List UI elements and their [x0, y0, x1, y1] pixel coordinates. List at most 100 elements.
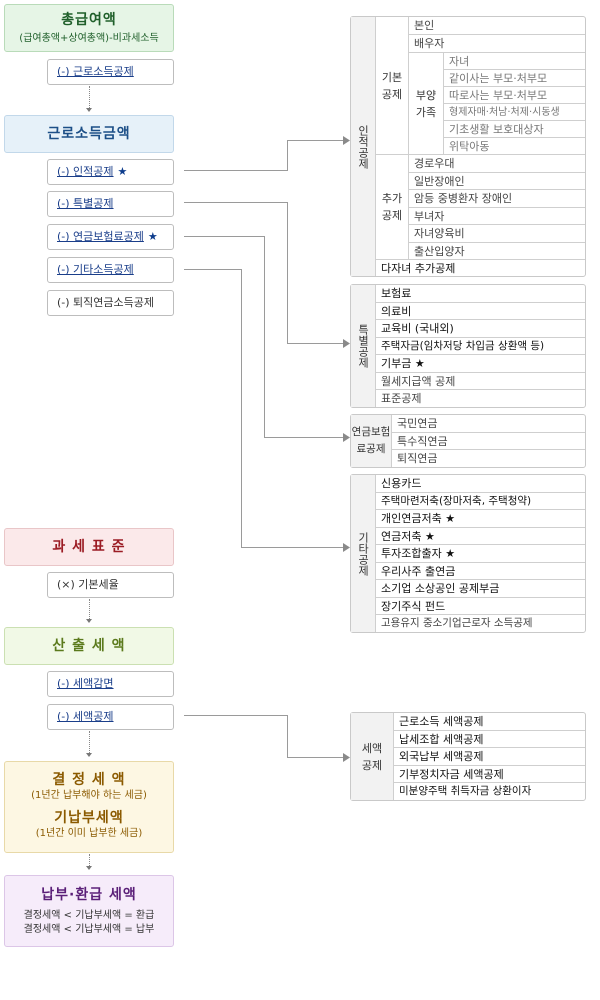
earned-income-amount-title: 근로소득금액 — [47, 126, 131, 142]
basic-spouse: 배우자 — [408, 35, 585, 53]
connector-dots — [89, 854, 90, 866]
connector-pension-1 — [184, 236, 264, 237]
determined-tax-title: 결 정 세 액 — [52, 772, 126, 788]
other-deduction-group: 기타공제 신용카드 주택마련저축(장마저축, 주택청약) 개인연금저축 ★ 연금… — [350, 474, 586, 633]
dependent-item: 기초생활 보호대상자 — [443, 121, 585, 138]
tax-reduction-link[interactable]: (-) 세액감면 — [47, 671, 174, 697]
basic-self: 본인 — [408, 17, 585, 35]
pension-insurance-deduction-label: (-) 연금보험료공제 — [57, 230, 144, 243]
tax-credit-item: 외국납부 세액공제 — [393, 748, 585, 766]
dependent-item: 따로사는 부모·처부모 — [443, 87, 585, 104]
other-income-deduction-link[interactable]: (-) 기타소득공제 — [47, 257, 174, 283]
additional-deduction-label-text: 추가공제 — [381, 192, 403, 222]
special-deduction-group: 특별공제 보험료 의료비 교육비 (국내외) 주택자금(임차저당 차입금 상환액… — [350, 284, 586, 408]
dependent-item: 같이사는 부모·처부모 — [443, 70, 585, 87]
connector-taxcredit-3 — [287, 757, 343, 758]
additional-deduction-label: 추가공제 — [375, 155, 408, 260]
determined-prepaid-tax-box: 결 정 세 액 (1년간 납부해야 하는 세금) 기납부세액 (1년간 이미 납… — [4, 761, 174, 853]
payment-refund-box: 납부·환급 세액 결정세액 < 기납부세액 = 환급 결정세액 < 기납부세액 … — [4, 875, 174, 947]
personal-deduction-link[interactable]: (-) 인적공제★ — [47, 159, 174, 185]
other-item: 투자조합출자 ★ — [375, 545, 585, 563]
personal-deduction-vlabel: 인적공제 — [351, 17, 375, 276]
tax-credit-item: 기부정치자금 세액공제 — [393, 765, 585, 783]
personal-deduction-label: 인적공제 — [356, 124, 370, 169]
tax-credit-label: 세액공제 — [361, 741, 383, 772]
personal-deduction-label: (-) 인적공제 — [57, 165, 114, 178]
other-item: 우리사주 출연금 — [375, 562, 585, 580]
special-deduction-link[interactable]: (-) 특별공제 — [47, 191, 174, 217]
other-item: 장기주식 펀드 — [375, 597, 585, 615]
tax-credit-item: 미분양주택 취득자금 상환이자 — [393, 783, 585, 800]
additional-item: 일반장애인 — [408, 172, 585, 190]
special-item: 의료비 — [375, 302, 585, 320]
additional-item: 경로우대 — [408, 155, 585, 173]
additional-item: 자녀양육비 — [408, 225, 585, 243]
tax-credit-item: 납세조합 세액공제 — [393, 730, 585, 748]
arrow-right-icon — [343, 543, 350, 552]
payment-refund-title: 납부·환급 세액 — [41, 887, 137, 903]
tax-base-box: 과 세 표 준 — [4, 528, 174, 566]
tax-base-title: 과 세 표 준 — [52, 539, 126, 555]
other-item: 소기업 소상공인 공제부금 — [375, 580, 585, 598]
arrow-right-icon — [343, 136, 350, 145]
other-item: 고용유지 중소기업근로자 소득공제 — [375, 615, 585, 632]
other-item: 연금저축 ★ — [375, 527, 585, 545]
basic-deduction-label-text: 기본공제 — [381, 70, 403, 101]
arrow-right-icon — [343, 433, 350, 442]
multi-child-deduction: 다자녀 추가공제 — [375, 260, 585, 276]
connector-special-2 — [287, 202, 288, 344]
connector-taxcredit-1 — [184, 715, 288, 716]
connector-dots — [89, 599, 90, 619]
other-item: 신용카드 — [375, 475, 585, 493]
payment-refund-line1: 결정세액 < 기납부세액 = 환급 — [23, 910, 155, 921]
additional-item: 출산입양자 — [408, 242, 585, 260]
star-icon: ★ — [147, 230, 158, 243]
connector-pension-2 — [264, 236, 265, 438]
gross-pay-box: 총급여액 (급여총액+상여총액)-비과세소득 — [4, 4, 174, 52]
other-item: 주택마련저축(장마저축, 주택청약) — [375, 492, 585, 510]
gross-pay-title: 총급여액 — [61, 12, 117, 28]
connector-special-1 — [184, 202, 288, 203]
basic-tax-rate: (×) 기본세율 — [47, 572, 174, 598]
basic-deduction-label: 기본공제 — [375, 17, 408, 155]
connector-other-3 — [241, 547, 343, 548]
connector-taxcredit-2 — [287, 715, 288, 758]
dependent-item: 위탁아동 — [443, 138, 585, 155]
earned-income-deduction[interactable]: (-) 근로소득공제 — [47, 59, 174, 85]
special-item: 기부금 ★ — [375, 355, 585, 373]
tax-credit-group: 세액공제 근로소득 세액공제 납세조합 세액공제 외국납부 세액공제 기부정치자… — [350, 712, 586, 801]
pension-item: 국민연금 — [391, 415, 585, 433]
dependents-label: 부양가족 — [408, 53, 443, 155]
special-item: 보험료 — [375, 285, 585, 303]
additional-item: 암등 중병환자 장애인 — [408, 190, 585, 208]
special-deduction-vlabel: 특별공제 — [351, 285, 375, 407]
prepaid-tax-subtitle: (1년간 이미 납부한 세금) — [35, 828, 143, 839]
arrow-down-icon — [86, 866, 92, 870]
retirement-pension-deduction: (-) 퇴직연금소득공제 — [47, 290, 174, 316]
pension-deduction-group: 연금보험료공제 국민연금 특수직연금 퇴직연금 — [350, 414, 586, 468]
connector-other-2 — [241, 269, 242, 548]
arrow-right-icon — [343, 753, 350, 762]
dependent-item: 자녀 — [443, 53, 585, 70]
connector-special-3 — [287, 343, 343, 344]
connector-personal-1 — [184, 170, 288, 171]
additional-item: 부녀자 — [408, 207, 585, 225]
dependent-item: 형제자매·처남·처제·시동생 — [443, 104, 585, 121]
calculated-tax-title: 산 출 세 액 — [52, 638, 126, 654]
gross-pay-subtitle: (급여총액+상여총액)-비과세소득 — [19, 33, 159, 44]
arrow-down-icon — [86, 753, 92, 757]
special-item: 월세지급액 공제 — [375, 372, 585, 390]
calculated-tax-box: 산 출 세 액 — [4, 627, 174, 665]
star-icon: ★ — [117, 165, 128, 178]
arrow-right-icon — [343, 339, 350, 348]
tax-credit-link[interactable]: (-) 세액공제 — [47, 704, 174, 730]
arrow-down-icon — [86, 619, 92, 623]
pension-insurance-deduction-link[interactable]: (-) 연금보험료공제★ — [47, 224, 174, 250]
personal-deduction-group: 인적공제 기본공제 본인 배우자 부양가족 자녀 같이사는 부모·처부모 따로사… — [350, 16, 586, 277]
payment-refund-line2: 결정세액 < 기납부세액 = 납부 — [23, 924, 155, 935]
determined-tax-subtitle: (1년간 납부해야 하는 세금) — [31, 790, 147, 801]
connector-dots — [89, 731, 90, 753]
pension-deduction-label: 연금보험료공제 — [351, 426, 391, 455]
pension-item: 퇴직연금 — [391, 450, 585, 467]
other-deduction-label: 기타공제 — [356, 531, 370, 576]
